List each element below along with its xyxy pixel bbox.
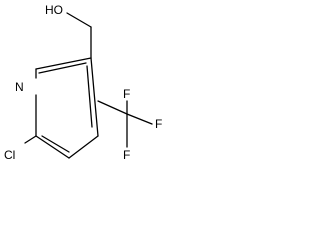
fluorine-top-label: F [123, 87, 130, 101]
bond-c6-c5 [35, 135, 70, 159]
bond-c3-c2 [35, 57, 92, 70]
bond-o-ch2 [66, 12, 92, 28]
hydroxyl-label: HO [45, 3, 63, 17]
bond-c3-c2-double [38, 62, 87, 74]
molecule-structure: HO N Cl F F F [4, 3, 162, 162]
bond-c4-c3-double [86, 65, 93, 128]
bond-c6-c5-double [41, 135, 70, 153]
fluorine-right-label: F [155, 117, 162, 131]
fluorine-bottom-label: F [123, 148, 130, 162]
bond-c6-cl [24, 135, 37, 144]
bond-c4-cf3 [97, 100, 128, 115]
bond-c4-c3 [90, 57, 99, 137]
bond-cf3-f-right [126, 113, 153, 125]
bond-c5-c4 [68, 135, 99, 159]
nitrogen-label: N [15, 80, 24, 94]
chlorine-label: Cl [4, 148, 15, 162]
